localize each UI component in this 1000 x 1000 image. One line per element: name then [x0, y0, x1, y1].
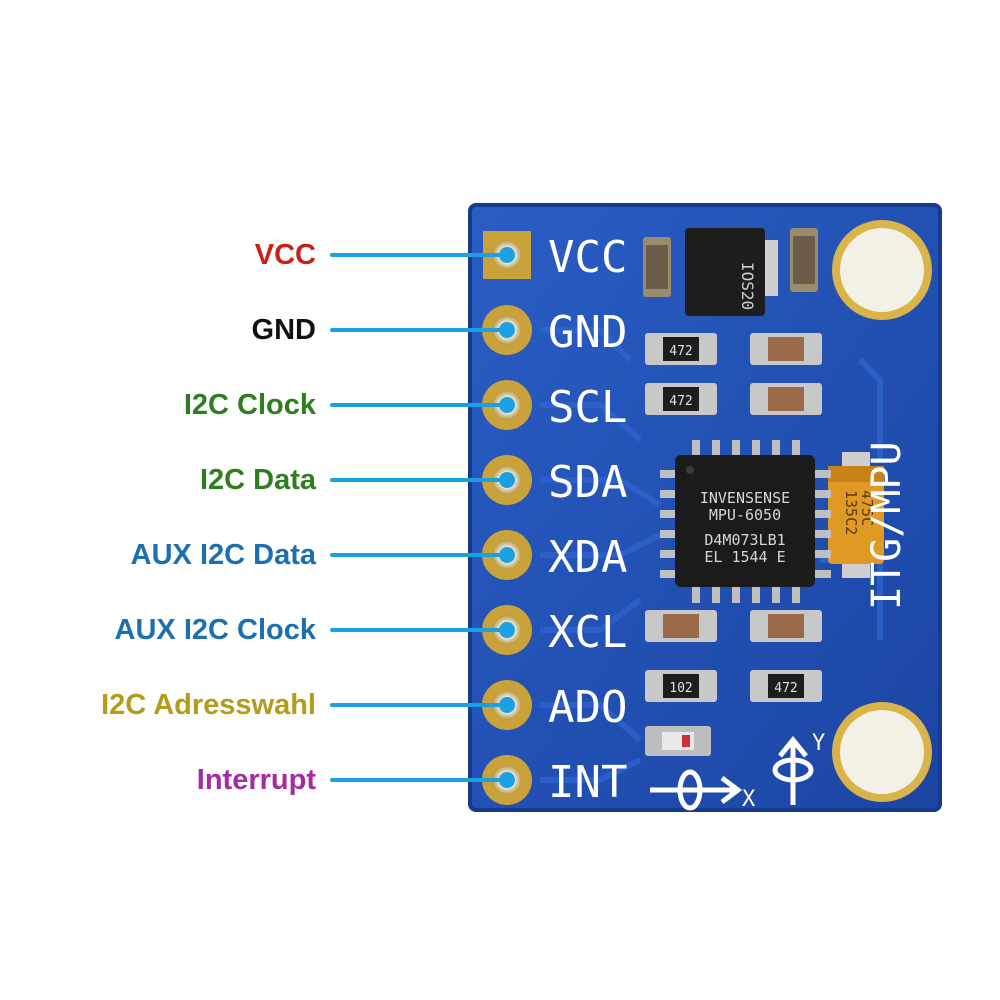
smd-component [790, 228, 818, 292]
resistor-marking: 472 [774, 681, 797, 696]
pin-label-i2c-data: I2C Data [199, 464, 316, 496]
leader-line [330, 553, 507, 557]
axis-indicator [650, 736, 814, 811]
pin-silkscreen-labels: VCC GND SCL SDA XDA XCL ADO INT [548, 232, 627, 808]
resistor-array: 472 472 102 472 [645, 333, 822, 702]
leader-line [330, 403, 507, 407]
tantalum-capacitor: 475C 135C2 [828, 452, 884, 578]
smd-resistor: 472 [645, 333, 717, 365]
capacitor-marking: 135C2 [842, 490, 860, 535]
silkscreen-int: INT [548, 757, 627, 808]
silkscreen-vcc: VCC [548, 232, 627, 283]
smd-resistor: 102 [645, 670, 717, 702]
mounting-hole-top [832, 220, 932, 320]
capacitor-marking: 475C [858, 490, 876, 526]
smd-capacitor [750, 610, 822, 642]
axis-y-label: Y [812, 731, 825, 756]
smd-capacitor [750, 333, 822, 365]
leader-dot [499, 547, 515, 563]
leader-dot [499, 697, 515, 713]
axis-x-label: X [742, 787, 756, 812]
leader-line [330, 478, 507, 482]
smd-component [643, 237, 671, 297]
leader-dot [499, 772, 515, 788]
regulator-marking: IOS20 [738, 262, 757, 310]
leader-line [330, 778, 507, 782]
pin-label-aux-i2c-clock: AUX I2C Clock [114, 614, 316, 646]
resistor-marking: 472 [669, 344, 692, 359]
silkscreen-xcl: XCL [548, 607, 627, 658]
mounting-hole-bottom [832, 702, 932, 802]
chip-marking-line1: INVENSENSE [700, 489, 790, 507]
mpu6050-chip: INVENSENSE MPU-6050 D4M073LB1 EL 1544 E [660, 440, 831, 603]
pin-label-vcc: VCC [254, 239, 316, 271]
silkscreen-xda: XDA [548, 532, 627, 583]
pin-label-i2c-clock: I2C Clock [183, 389, 316, 421]
silkscreen-gnd: GND [548, 307, 627, 358]
resistor-marking: 102 [669, 681, 692, 696]
leader-dot [499, 472, 515, 488]
pin-label-interrupt: Interrupt [196, 764, 316, 796]
chip-marking-line2: MPU-6050 [709, 506, 781, 524]
resistor-marking: 472 [669, 394, 692, 409]
silkscreen-sda: SDA [548, 457, 627, 508]
smd-capacitor [750, 383, 822, 415]
smd-resistor: 472 [645, 383, 717, 415]
leader-line [330, 703, 507, 707]
leader-line [330, 328, 507, 332]
power-led [645, 726, 711, 756]
side-silkscreen: ITG/MPU [864, 441, 910, 610]
leader-dot [499, 247, 515, 263]
pin-label-i2c-adresswahl: I2C Adresswahl [101, 689, 316, 721]
voltage-regulator: IOS20 [685, 228, 778, 316]
silkscreen-ado: ADO [548, 682, 627, 733]
silkscreen-scl: SCL [548, 382, 627, 433]
leader-line [330, 253, 507, 257]
leader-dot [499, 622, 515, 638]
chip-marking-line4: EL 1544 E [704, 548, 785, 566]
pin-label-aux-i2c-data: AUX I2C Data [130, 539, 316, 571]
leader-dot [499, 397, 515, 413]
smd-capacitor [645, 610, 717, 642]
chip-marking-line3: D4M073LB1 [704, 531, 785, 549]
pin-label-gnd: GND [251, 314, 316, 346]
leader-line [330, 628, 507, 632]
smd-resistor: 472 [750, 670, 822, 702]
leader-dot [499, 322, 515, 338]
